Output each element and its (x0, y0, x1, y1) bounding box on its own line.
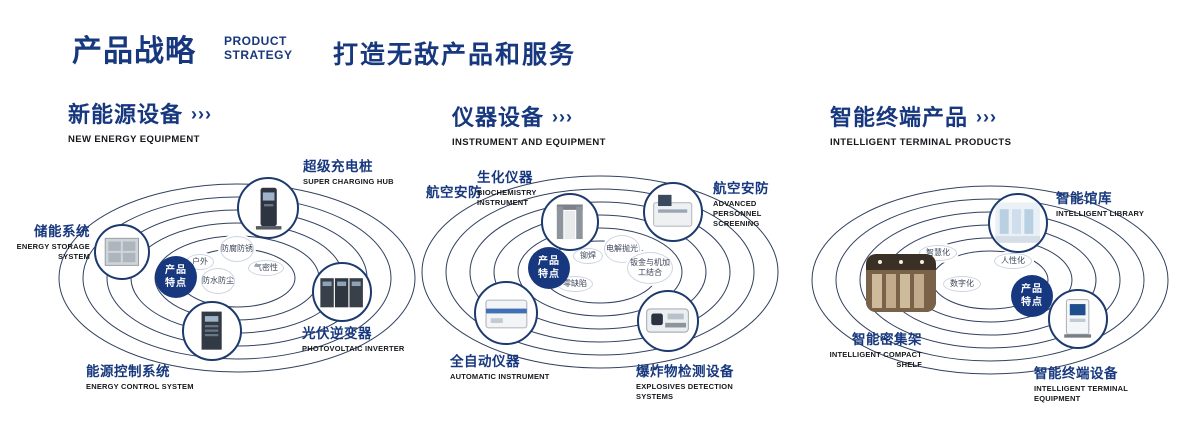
chevron-arrows-icon: ››› (976, 107, 997, 127)
label-pv-inverter: 光伏逆变器 PHOTOVOLTAIC INVERTER (302, 322, 412, 354)
charging-pile-image (256, 188, 282, 231)
feature-tag-welding: 铆焊 (573, 248, 603, 264)
feature-tag-digital: 数字化 (943, 276, 981, 292)
feature-tag-sheetmetal: 钣金与机加工结合 (627, 252, 673, 284)
section-title-cn: 仪器设备 (452, 105, 545, 130)
label-automatic-instrument: 全自动仪器 AUTOMATIC INSTRUMENT (450, 350, 560, 382)
section-title-en: INSTRUMENT AND EQUIPMENT (452, 137, 606, 148)
chevron-arrows-icon: ››› (191, 104, 212, 124)
chevron-arrows-icon: ››› (552, 107, 573, 127)
node-automatic-instrument (474, 281, 538, 345)
node-compact-shelf (866, 254, 936, 312)
section-title-en: NEW ENERGY EQUIPMENT (68, 134, 200, 145)
page-title-en: PRODUCT STRATEGY (224, 34, 292, 63)
label-en: INTELLIGENT LIBRARY (1056, 209, 1145, 218)
feature-tag-humanized: 人性化 (994, 253, 1032, 269)
label-cn: 智能馆库 (1056, 191, 1112, 206)
label-explosives-detection: 爆炸物检测设备 EXPLOSIVES DETECTION SYSTEMS (636, 360, 766, 402)
label-energy-control: 能源控制系统 ENERGY CONTROL SYSTEM (86, 360, 206, 392)
library-room-image (995, 202, 1041, 244)
node-pv-inverter (312, 262, 372, 322)
badge-line2: 特点 (538, 269, 560, 280)
section-heading-terminal: 智能终端产品 ››› INTELLIGENT TERMINAL PRODUCTS (830, 100, 1011, 148)
screening-machine-image (653, 195, 693, 228)
badge-line2: 特点 (165, 278, 187, 289)
label-cn: 航空安防 (426, 185, 482, 200)
feature-tag-waterproof: 防水防尘 (201, 268, 235, 294)
label-biochemistry: 生化仪器 BIOCHEMISTRY INSTRUMENT (477, 166, 561, 208)
detection-machine-image (646, 308, 690, 334)
label-en: AUTOMATIC INSTRUMENT (450, 372, 550, 381)
node-super-charging-hub (237, 177, 299, 239)
label-cn: 智能密集架 (852, 332, 922, 347)
badge-line2: 特点 (1021, 297, 1043, 308)
page-subtitle: 打造无敌产品和服务 (333, 41, 577, 69)
analyzer-image (484, 299, 527, 328)
node-explosives-detection (637, 290, 699, 352)
label-en: PHOTOVOLTAIC INVERTER (302, 344, 405, 353)
node-security-gate (541, 193, 599, 251)
label-cn: 智能终端设备 (1034, 366, 1118, 381)
label-intelligent-terminal: 智能终端设备 INTELLIGENT TERMINAL EQUIPMENT (1034, 362, 1164, 404)
label-en: SUPER CHARGING HUB (303, 177, 394, 186)
label-en: INTELLIGENT COMPACT SHELF (829, 350, 922, 369)
label-cn: 航空安防 (713, 181, 769, 196)
node-intelligent-library (988, 193, 1048, 253)
product-feature-badge-instrument: 产品 特点 (528, 247, 570, 289)
label-cn: 超级充电桩 (303, 159, 373, 174)
control-cabinet-image (201, 311, 223, 351)
page-title-en-line1: PRODUCT (224, 34, 287, 48)
badge-line1: 产品 (538, 256, 560, 267)
label-personnel-screening: 航空安防 ADVANCED PERSONNEL SCREENING (713, 177, 805, 228)
section-title-en: INTELLIGENT TERMINAL PRODUCTS (830, 137, 1012, 148)
page-title: 产品战略 (72, 35, 196, 68)
label-compact-shelf: 智能密集架 INTELLIGENT COMPACT SHELF (822, 328, 922, 370)
compact-shelf-image (866, 254, 936, 312)
product-feature-badge-terminal: 产品 特点 (1011, 275, 1053, 317)
security-gate-image (557, 204, 583, 240)
section-heading-instrument: 仪器设备 ››› INSTRUMENT AND EQUIPMENT (452, 100, 606, 148)
feature-tag-airtight: 气密性 (248, 260, 284, 276)
badge-line1: 产品 (165, 265, 187, 276)
label-cn: 能源控制系统 (86, 364, 170, 379)
label-cn: 爆炸物检测设备 (636, 364, 734, 379)
label-intelligent-library: 智能馆库 INTELLIGENT LIBRARY (1056, 187, 1156, 219)
label-aviation-security: 航空安防 (426, 181, 482, 201)
page-title-en-line2: STRATEGY (224, 48, 293, 63)
label-en: ADVANCED PERSONNEL SCREENING (713, 199, 762, 228)
label-super-charging-hub: 超级充电桩 SUPER CHARGING HUB (303, 155, 413, 187)
label-cn: 光伏逆变器 (302, 326, 372, 341)
storage-cabinet-image (104, 237, 140, 267)
label-en: BIOCHEMISTRY INSTRUMENT (477, 188, 537, 207)
node-personnel-screening (643, 182, 703, 242)
node-intelligent-terminal (1048, 289, 1108, 349)
label-en: INTELLIGENT TERMINAL EQUIPMENT (1034, 384, 1128, 403)
badge-line1: 产品 (1021, 284, 1043, 295)
label-cn: 储能系统 (34, 224, 90, 239)
label-en: ENERGY CONTROL SYSTEM (86, 382, 194, 391)
terminal-kiosk-image (1064, 299, 1092, 339)
label-energy-storage: 储能系统 ENERGY STORAGE SYSTEM (10, 220, 90, 262)
inverter-cabinets-image (320, 278, 364, 308)
node-energy-storage (94, 224, 150, 280)
node-energy-control (182, 301, 242, 361)
label-cn: 全自动仪器 (450, 354, 520, 369)
label-en: ENERGY STORAGE SYSTEM (16, 242, 90, 261)
product-feature-badge-new-energy: 产品 特点 (155, 256, 197, 298)
feature-tag-anticorrosion: 防腐防锈 (220, 236, 254, 262)
section-title-cn: 智能终端产品 (830, 105, 969, 130)
section-title-cn: 新能源设备 (68, 102, 184, 127)
orbit-rings-instrument (421, 175, 779, 369)
label-en: EXPLOSIVES DETECTION SYSTEMS (636, 382, 733, 401)
section-heading-new-energy: 新能源设备 ››› NEW ENERGY EQUIPMENT (68, 97, 212, 145)
label-cn: 生化仪器 (477, 170, 533, 185)
